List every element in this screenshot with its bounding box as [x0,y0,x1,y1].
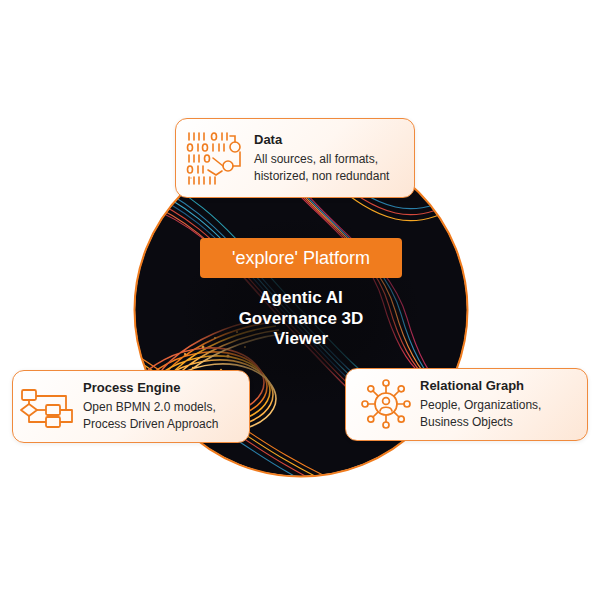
platform-features: Agentic AI Governance 3D Viewer [239,288,364,350]
platform-name: 'explore' Platform [232,248,370,269]
feature-card: Relational GraphPeople, Organizations, B… [345,368,588,441]
card-title: Data [254,132,408,147]
card-title: Relational Graph [420,378,579,393]
data-icon [186,130,244,190]
card-text-column: Process EngineOpen BPMN 2.0 models, Proc… [13,380,249,432]
card-text-column: Relational GraphPeople, Organizations, B… [346,378,587,430]
card-title: Process Engine [83,380,241,395]
card-body: People, Organizations, Business Objects [420,397,579,430]
platform-badge: 'explore' Platform [200,238,402,278]
card-body: Open BPMN 2.0 models, Process Driven App… [83,399,241,432]
card-body: All sources, all formats, historized, no… [254,151,408,184]
feature-card: DataAll sources, all formats, historized… [175,118,415,198]
process-icon [20,388,76,430]
graph-icon [360,378,412,430]
feature-card: Process EngineOpen BPMN 2.0 models, Proc… [12,370,250,443]
